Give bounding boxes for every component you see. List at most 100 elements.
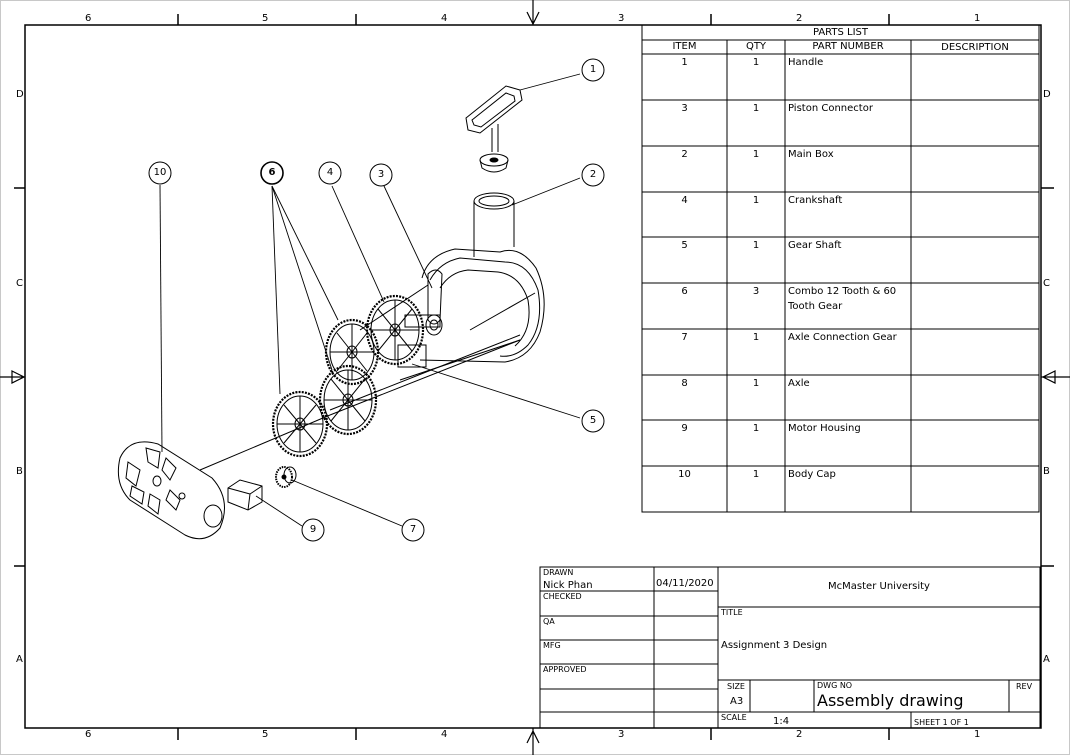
zone-col-label: 6 [85,13,92,24]
parts-row-qty: 3 [752,286,760,297]
parts-row-part-number: Axle [788,378,810,389]
combo-gear-middle [318,364,378,436]
zone-col-label: 3 [618,13,625,24]
parts-row-qty: 1 [752,149,760,160]
parts-row-item: 2 [681,149,688,160]
title-value: Assignment 3 Design [721,640,828,651]
parts-row-qty: 1 [752,378,760,389]
balloon-4-circle [318,161,342,185]
parts-row-part-number: Axle Connection Gear [788,332,897,343]
scale-label: SCALE [721,713,747,722]
parts-row-qty: 1 [752,423,760,434]
zone-ticks [14,14,1054,740]
balloon-label: 6 [268,167,276,178]
drawing-frame [24,24,1042,729]
parts-row-part-number: Main Box [788,149,834,160]
balloon-label: 2 [589,169,597,180]
parts-row-qty: 1 [752,57,760,68]
checked-label: CHECKED [543,592,582,601]
balloon-label: 7 [409,524,417,535]
header-item: ITEM [672,41,697,52]
balloon-label: 1 [589,64,597,75]
qa-label: QA [543,617,555,626]
zone-col-label: 4 [441,729,448,740]
zone-row-label: A [16,654,23,665]
gear-shaft-part [199,334,521,471]
parts-row-qty: 1 [752,195,760,206]
zone-row-label: D [16,89,24,100]
zone-row-label: D [1043,89,1051,100]
balloon-6-circle [260,161,284,185]
parts-row-qty: 1 [752,469,760,480]
parts-row-part-number: Gear Shaft [788,240,842,251]
drawn-date: 04/11/2020 [656,578,714,589]
parts-row-qty: 1 [752,240,760,251]
parts-row-part-number: Piston Connector [788,103,873,114]
size-value: A3 [730,696,744,707]
zone-col-label: 1 [974,13,981,24]
title-block [539,566,1041,729]
dwg-no-label: DWG NO [817,681,853,690]
zone-row-label: C [1043,278,1050,289]
balloon-label: 9 [309,524,317,535]
dwg-no-value: Assembly drawing [817,691,964,710]
crankshaft-gear-part [365,294,441,366]
parts-row-part-number: Handle [788,57,824,68]
exploded-assembly-view [117,73,581,540]
parts-row-item: 6 [681,286,688,297]
parts-row-qty: 1 [752,332,760,343]
parts-row-part-number: Motor Housing [788,423,861,434]
title-label: TITLE [721,608,743,617]
zone-row-label: B [16,466,23,477]
parts-row-part-number: Crankshaft [788,195,843,206]
parts-row-item: 5 [681,240,688,251]
size-label: SIZE [727,682,745,691]
sheet-label: SHEET 1 OF 1 [914,718,969,727]
parts-row-item: 10 [678,469,691,480]
zone-col-label: 5 [262,13,269,24]
parts-row-part-number: Combo 12 Tooth & 60 [788,286,897,297]
main-box-part [359,192,545,381]
zone-col-label: 4 [441,13,448,24]
zone-col-label: 1 [974,729,981,740]
header-description: DESCRIPTION [941,42,1009,53]
parts-row-item: 1 [681,57,688,68]
balloon-10-circle [148,161,172,185]
balloon-9-circle [301,518,325,542]
scale-value: 1:4 [773,716,790,727]
motor-housing-part [227,479,263,511]
axle-connection-gear-part [275,466,297,488]
zone-col-label: 5 [262,729,269,740]
parts-list-table [641,24,1040,513]
parts-row-part-number: Body Cap [788,469,836,480]
drawn-label: DRAWN [543,568,574,577]
balloon-3-circle [369,163,393,187]
balloon-label: 3 [377,169,385,180]
parts-row-item: 8 [681,378,688,389]
balloon-label: 10 [153,167,167,178]
approved-label: APPROVED [543,665,587,674]
body-cap-part [117,441,225,540]
balloon-7-circle [401,518,425,542]
balloon-label: 4 [326,167,334,178]
balloon-1-circle [581,58,605,82]
balloon-label: 5 [589,415,597,426]
item-balloons [148,58,605,542]
rev-label: REV [1016,682,1033,691]
company-name: McMaster University [828,581,930,592]
parts-row-part-number-cont: Tooth Gear [788,301,843,312]
mfg-label: MFG [543,641,561,650]
handle-part [465,85,523,173]
parts-row-qty: 1 [752,103,760,114]
header-part-number: PART NUMBER [812,41,884,52]
zone-row-label: B [1043,466,1050,477]
balloon-2-circle [581,163,605,187]
combo-gear-lower [271,390,329,458]
zone-col-label: 6 [85,729,92,740]
combo-gear-upper [324,318,380,386]
parts-row-item: 3 [681,103,688,114]
zone-col-label: 2 [796,13,803,24]
